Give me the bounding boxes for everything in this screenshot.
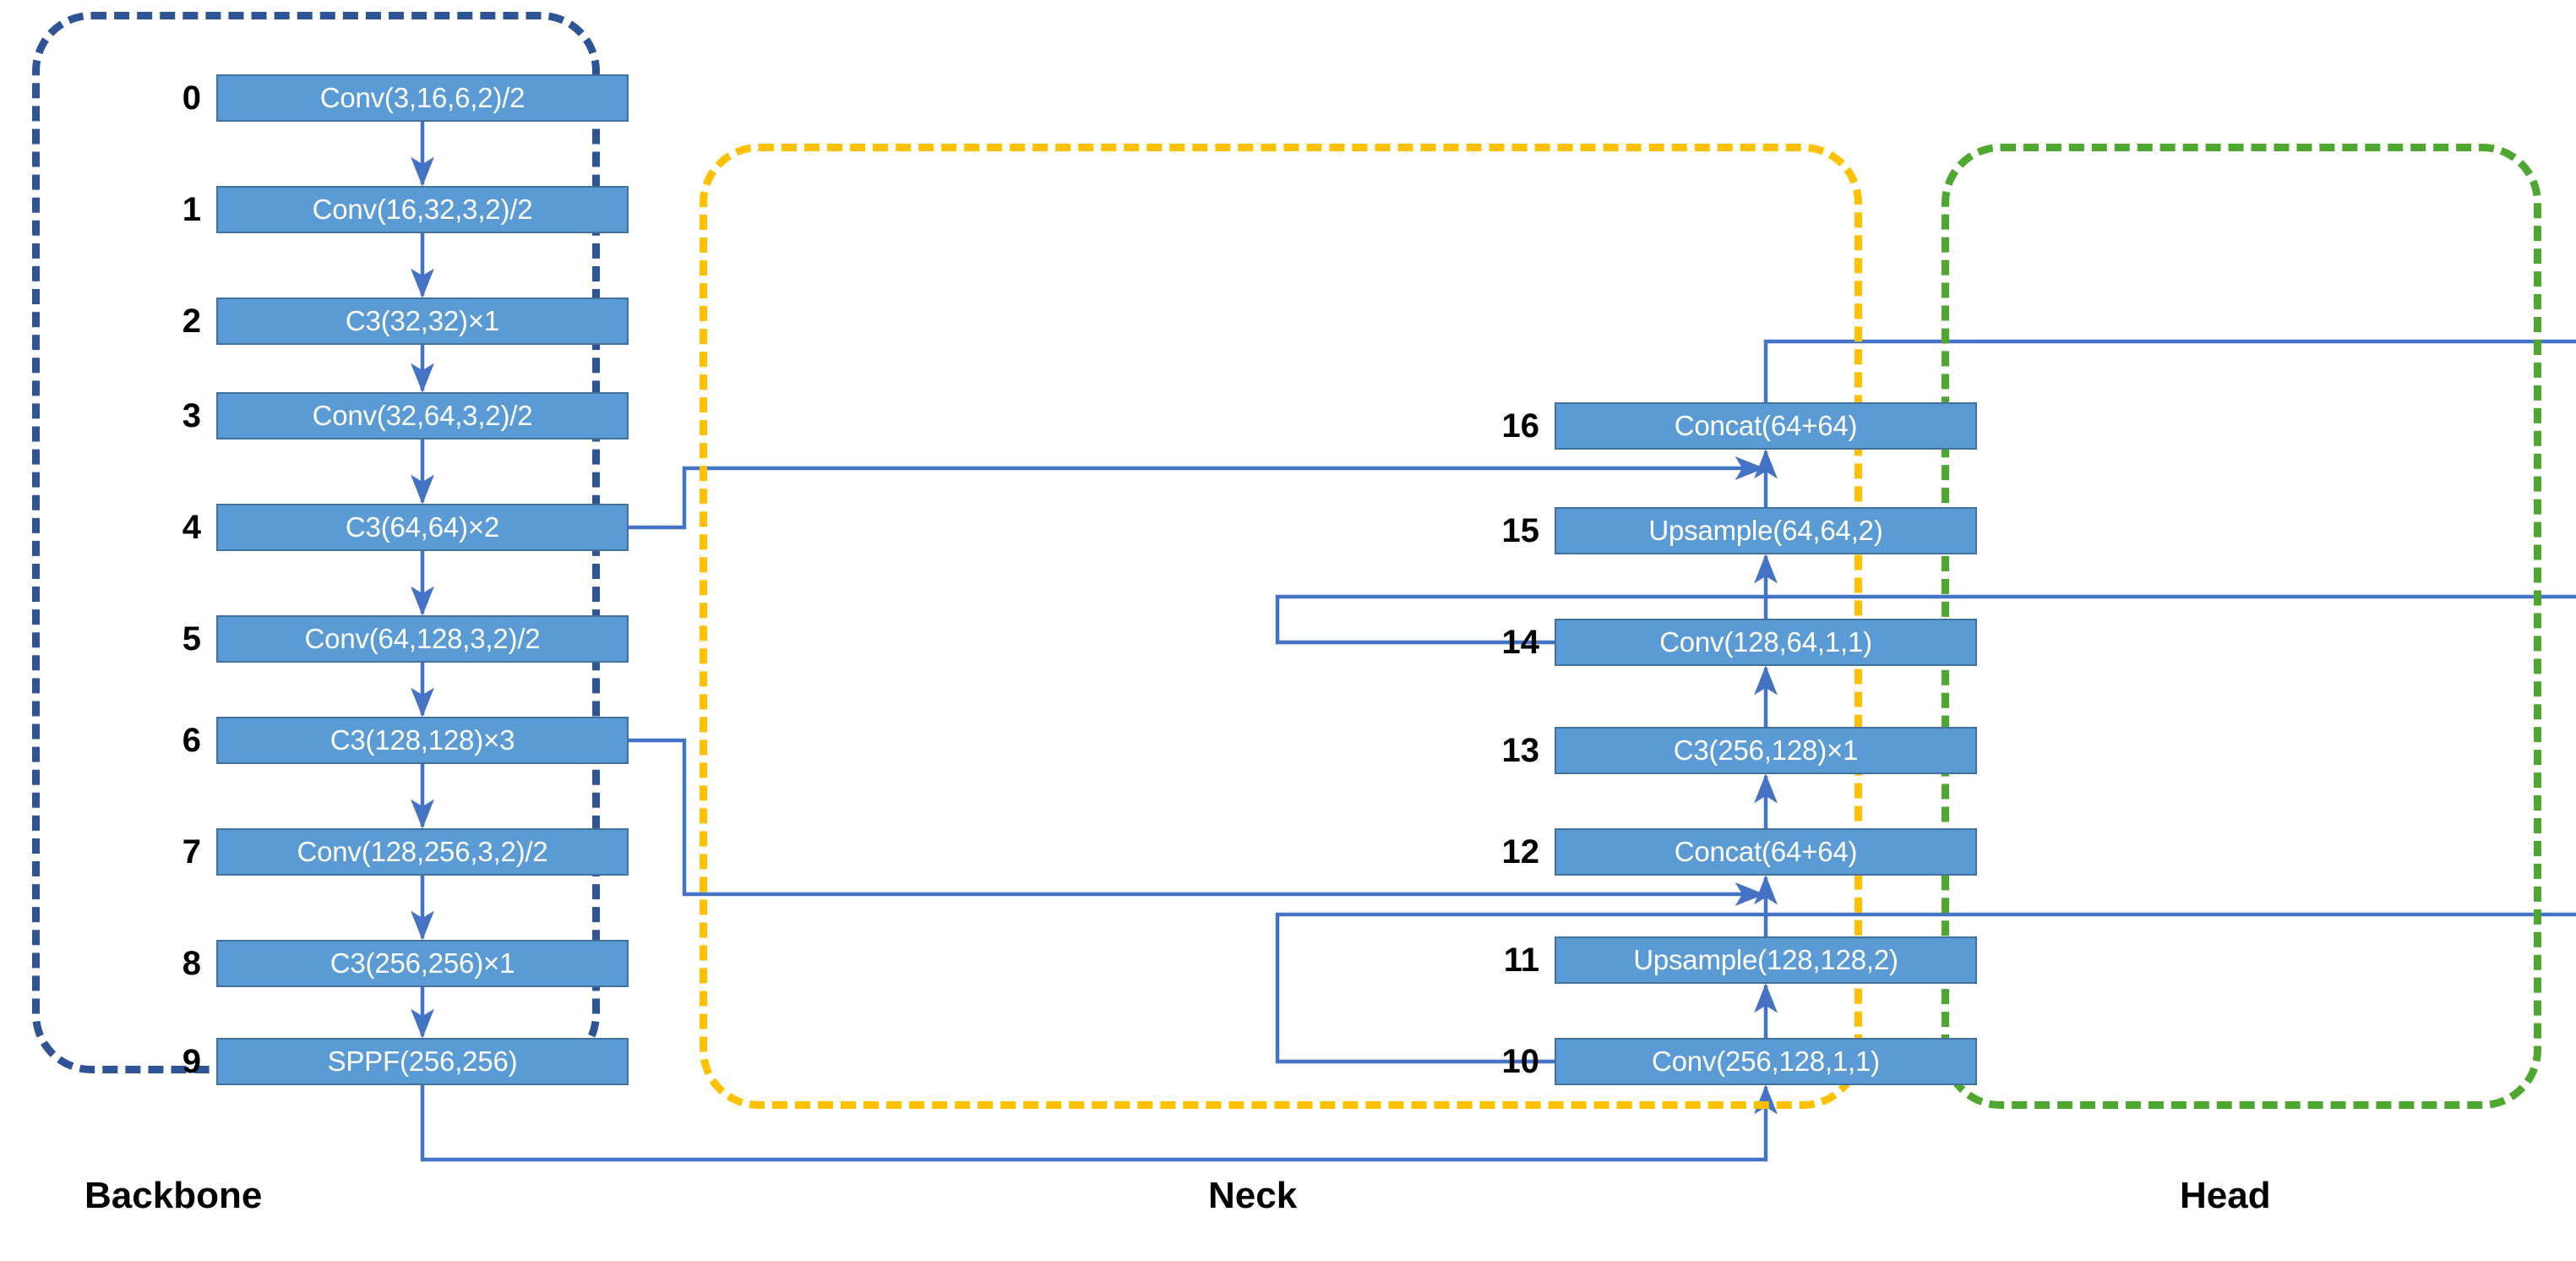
- layer-block-3[interactable]: Conv(32,64,3,2)/2: [216, 392, 629, 439]
- layer-block-5[interactable]: Conv(64,128,3,2)/2: [216, 615, 629, 663]
- layer-block-label: Conv(128,64,1,1): [1659, 626, 1872, 658]
- layer-block-1[interactable]: Conv(16,32,3,2)/2: [216, 186, 629, 233]
- layer-index-15: 15: [1501, 511, 1540, 549]
- layer-block-label: Concat(64+64): [1674, 410, 1858, 441]
- layer-block-12[interactable]: Concat(64+64): [1555, 828, 1977, 876]
- layer-index-13: 13: [1501, 731, 1540, 769]
- layer-block-label: Conv(128,256,3,2)/2: [297, 836, 548, 867]
- layer-block-label: Upsample(64,64,2): [1648, 515, 1883, 546]
- layer-block-label: C3(64,64)×2: [345, 511, 500, 543]
- layer-block-label: Concat(64+64): [1674, 836, 1858, 867]
- layer-block-2[interactable]: C3(32,32)×1: [216, 298, 629, 345]
- layer-index-4: 4: [182, 508, 201, 546]
- layer-block-label: C3(256,256)×1: [329, 947, 515, 979]
- layer-block-9[interactable]: SPPF(256,256): [216, 1038, 629, 1085]
- layer-block-label: Conv(32,64,3,2)/2: [312, 400, 533, 431]
- layer-block-13[interactable]: C3(256,128)×1: [1555, 727, 1977, 774]
- layer-block-label: Conv(16,32,3,2)/2: [312, 194, 533, 225]
- layer-index-1: 1: [182, 190, 201, 228]
- layer-index-2: 2: [182, 302, 201, 340]
- layer-index-0: 0: [182, 79, 201, 117]
- section-label-head: Head: [2180, 1175, 2271, 1216]
- layer-block-label: C3(128,128)×3: [329, 724, 515, 756]
- section-box-head: [1942, 144, 2541, 1109]
- layer-index-9: 9: [182, 1042, 201, 1080]
- layer-block-8[interactable]: C3(256,256)×1: [216, 940, 629, 987]
- layer-index-10: 10: [1501, 1042, 1540, 1080]
- layer-index-5: 5: [182, 620, 201, 658]
- layer-block-label: C3(256,128)×1: [1673, 734, 1859, 766]
- layer-block-label: SPPF(256,256): [327, 1045, 518, 1077]
- layer-block-10[interactable]: Conv(256,128,1,1): [1555, 1038, 1977, 1085]
- layer-index-16: 16: [1501, 407, 1540, 445]
- layer-block-label: Upsample(128,128,2): [1633, 944, 1898, 975]
- layer-index-11: 11: [1503, 941, 1539, 979]
- layer-block-0[interactable]: Conv(3,16,6,2)/2: [216, 74, 629, 122]
- layer-block-label: Conv(3,16,6,2)/2: [319, 82, 526, 113]
- layer-index-8: 8: [182, 944, 201, 982]
- layer-block-label: C3(32,32)×1: [345, 305, 500, 336]
- layer-block-14[interactable]: Conv(128,64,1,1): [1555, 619, 1977, 666]
- section-label-neck: Neck: [1208, 1175, 1298, 1216]
- layer-block-label: Conv(256,128,1,1): [1652, 1045, 1880, 1077]
- section-label-backbone: Backbone: [84, 1175, 263, 1216]
- layer-block-6[interactable]: C3(128,128)×3: [216, 717, 629, 764]
- layer-block-4[interactable]: C3(64,64)×2: [216, 504, 629, 551]
- layer-index-7: 7: [182, 832, 201, 871]
- layer-index-6: 6: [182, 721, 201, 759]
- layer-block-11[interactable]: Upsample(128,128,2): [1555, 936, 1977, 984]
- layer-index-14: 14: [1501, 623, 1540, 661]
- layer-block-label: Conv(64,128,3,2)/2: [304, 623, 541, 654]
- layer-index-12: 12: [1501, 832, 1540, 871]
- layer-block-15[interactable]: Upsample(64,64,2): [1555, 507, 1977, 554]
- layer-block-7[interactable]: Conv(128,256,3,2)/2: [216, 828, 629, 876]
- layer-index-3: 3: [182, 396, 201, 434]
- layer-block-16[interactable]: Concat(64+64): [1555, 402, 1977, 450]
